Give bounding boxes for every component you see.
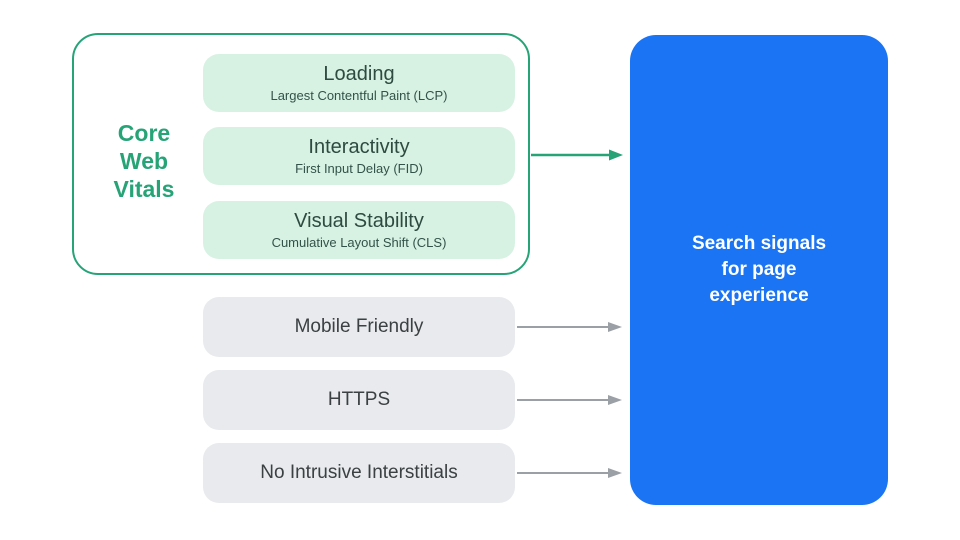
search-signals-label: Search signals for page experience — [691, 233, 827, 306]
signal-box-https: HTTPS — [203, 370, 515, 430]
core-web-vitals-label: Core Web Vitals — [113, 120, 175, 202]
signal-label: HTTPS — [327, 389, 391, 410]
metric-title: Loading — [323, 63, 395, 85]
metric-subtitle: Cumulative Layout Shift (CLS) — [271, 235, 447, 250]
signal-label: Mobile Friendly — [294, 316, 424, 337]
gray-arrow-icon — [517, 468, 622, 478]
signal-label: No Intrusive Interstitials — [260, 462, 458, 483]
metric-subtitle: Largest Contentful Paint (LCP) — [270, 88, 448, 103]
metric-subtitle: First Input Delay (FID) — [295, 161, 423, 176]
metric-title: Visual Stability — [294, 210, 424, 232]
search-signals-panel: Search signals for page experience — [630, 35, 888, 505]
core-web-vitals-group: Core Web Vitals Loading Largest Contentf… — [72, 33, 530, 275]
signal-box-mobile-friendly: Mobile Friendly — [203, 297, 515, 357]
green-arrow-icon — [531, 149, 623, 161]
metric-box-interactivity: Interactivity First Input Delay (FID) — [203, 127, 515, 185]
metric-box-visual-stability: Visual Stability Cumulative Layout Shift… — [203, 201, 515, 259]
gray-arrow-icon — [517, 322, 622, 332]
metric-box-loading: Loading Largest Contentful Paint (LCP) — [203, 54, 515, 112]
gray-arrow-icon — [517, 395, 622, 405]
signal-box-no-intrusive-interstitials: No Intrusive Interstitials — [203, 443, 515, 503]
metric-title: Interactivity — [308, 136, 410, 158]
